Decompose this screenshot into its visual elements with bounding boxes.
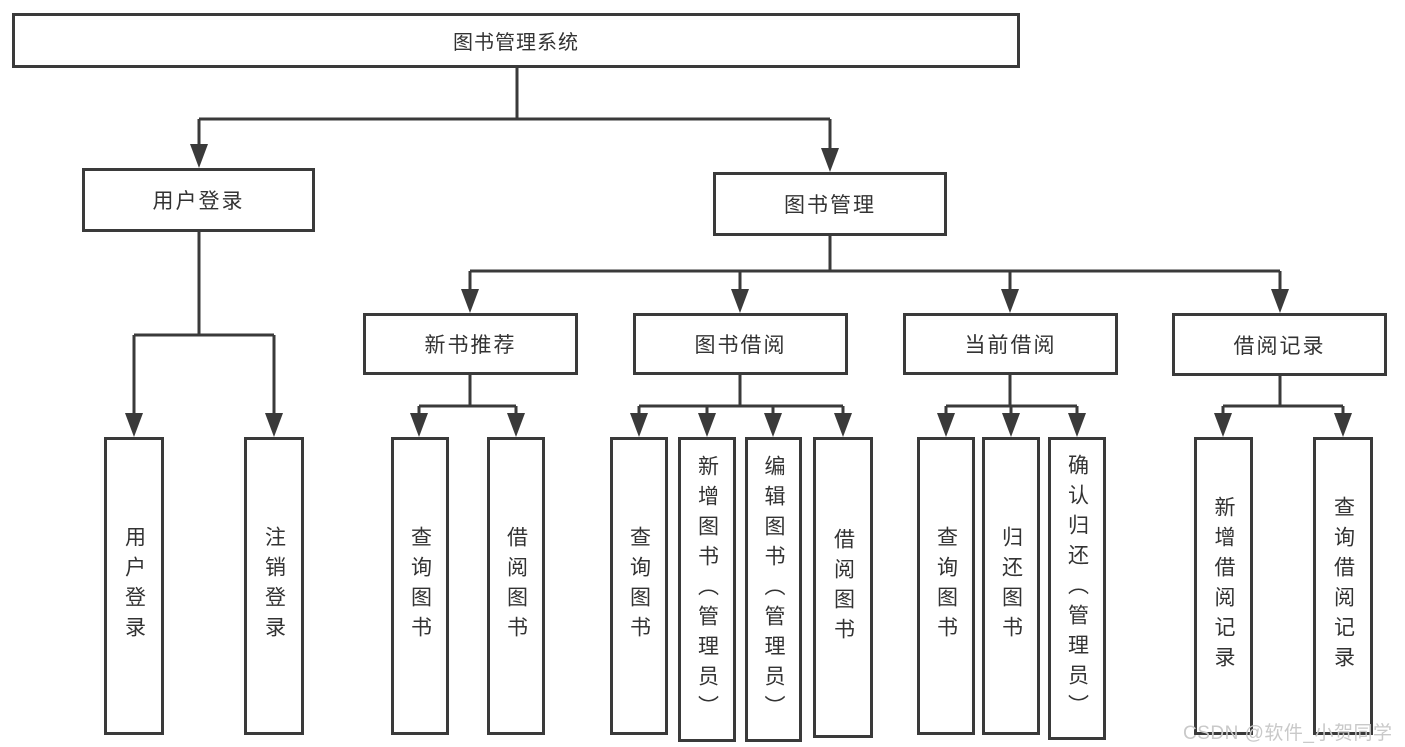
leaf-borrow-books: 借阅图书: [813, 437, 873, 738]
arrowhead-icon: [1334, 413, 1352, 437]
node-label: 借阅记录: [1233, 334, 1326, 358]
leaf-add-books-admin: 新增图书（管理员）: [678, 437, 736, 742]
arrowhead-icon: [731, 289, 749, 313]
arrowhead-icon: [507, 413, 525, 437]
connector-current-borrowing-children: [937, 375, 1086, 437]
arrowhead-icon: [1214, 413, 1232, 437]
arrowhead-icon: [937, 413, 955, 437]
leaf-label: 新增借阅记录: [1212, 496, 1235, 676]
leaf-label: 查询图书: [627, 526, 651, 646]
leaf-label: 查询图书: [934, 526, 958, 646]
node-book-borrowing: 图书借阅: [633, 313, 848, 375]
node-label: 图书借阅: [694, 334, 787, 357]
connector-borrowing-records-children: [1214, 376, 1352, 437]
arrowhead-icon: [1271, 289, 1289, 313]
node-label: 图书管理: [784, 194, 876, 217]
node-book-management: 图书管理: [713, 172, 947, 236]
leaf-query-books-borrowing: 查询图书: [610, 437, 668, 735]
node-new-book-recommendation: 新书推荐: [363, 313, 578, 375]
connector-book-borrowing-children: [630, 375, 852, 437]
leaf-label: 注销登录: [262, 526, 286, 646]
leaf-logout: 注销登录: [244, 437, 304, 735]
leaf-label: 借阅图书: [504, 526, 528, 646]
arrowhead-icon: [630, 413, 648, 437]
connector-user-login-children: [125, 232, 283, 437]
node-current-borrowing: 当前借阅: [903, 313, 1118, 375]
arrowhead-icon: [1002, 413, 1020, 437]
arrowhead-icon: [265, 413, 283, 437]
leaf-borrow-books-recommend: 借阅图书: [487, 437, 545, 735]
leaf-label: 查询借阅记录: [1331, 496, 1355, 676]
csdn-watermark: CSDN @软件_小贺同学: [1183, 723, 1393, 744]
leaf-label: 用户登录: [122, 526, 146, 646]
leaf-label: 借阅图书: [831, 527, 855, 648]
arrowhead-icon: [821, 148, 839, 172]
leaf-query-books-recommend: 查询图书: [391, 437, 449, 735]
leaf-label: 确认归还（管理员）: [1065, 453, 1089, 724]
arrowhead-icon: [410, 413, 428, 437]
leaf-add-borrow-record: 新增借阅记录: [1194, 437, 1253, 735]
arrowhead-icon: [698, 413, 716, 437]
leaf-label: 查询图书: [408, 526, 432, 646]
leaf-return-books: 归还图书: [982, 437, 1040, 735]
leaf-edit-books-admin: 编辑图书（管理员）: [745, 437, 802, 742]
arrowhead-icon: [764, 413, 782, 437]
leaf-label: 编辑图书（管理员）: [762, 454, 785, 725]
leaf-label: 新增图书（管理员）: [695, 454, 719, 725]
node-label: 当前借阅: [964, 334, 1057, 357]
arrowhead-icon: [1068, 413, 1086, 437]
node-library-system: 图书管理系统: [12, 13, 1020, 68]
node-user-login: 用户登录: [82, 168, 315, 232]
leaf-query-books-current: 查询图书: [917, 437, 975, 735]
node-label: 新书推荐: [424, 334, 517, 357]
leaf-confirm-return-admin: 确认归还（管理员）: [1048, 437, 1106, 740]
leaf-query-borrow-record: 查询借阅记录: [1313, 437, 1373, 735]
connector-new-book-children: [410, 375, 525, 437]
arrowhead-icon: [125, 413, 143, 437]
connector-root-to-level2: [190, 68, 839, 172]
node-label: 用户登录: [152, 190, 245, 213]
node-borrowing-records: 借阅记录: [1172, 313, 1387, 376]
arrowhead-icon: [461, 289, 479, 313]
leaf-user-login: 用户登录: [104, 437, 164, 735]
arrowhead-icon: [1001, 289, 1019, 313]
arrowhead-icon: [190, 144, 208, 168]
leaf-label: 归还图书: [999, 526, 1023, 646]
node-label: 图书管理系统: [453, 32, 579, 54]
connector-book-management-children: [461, 236, 1289, 313]
arrowhead-icon: [834, 413, 852, 437]
